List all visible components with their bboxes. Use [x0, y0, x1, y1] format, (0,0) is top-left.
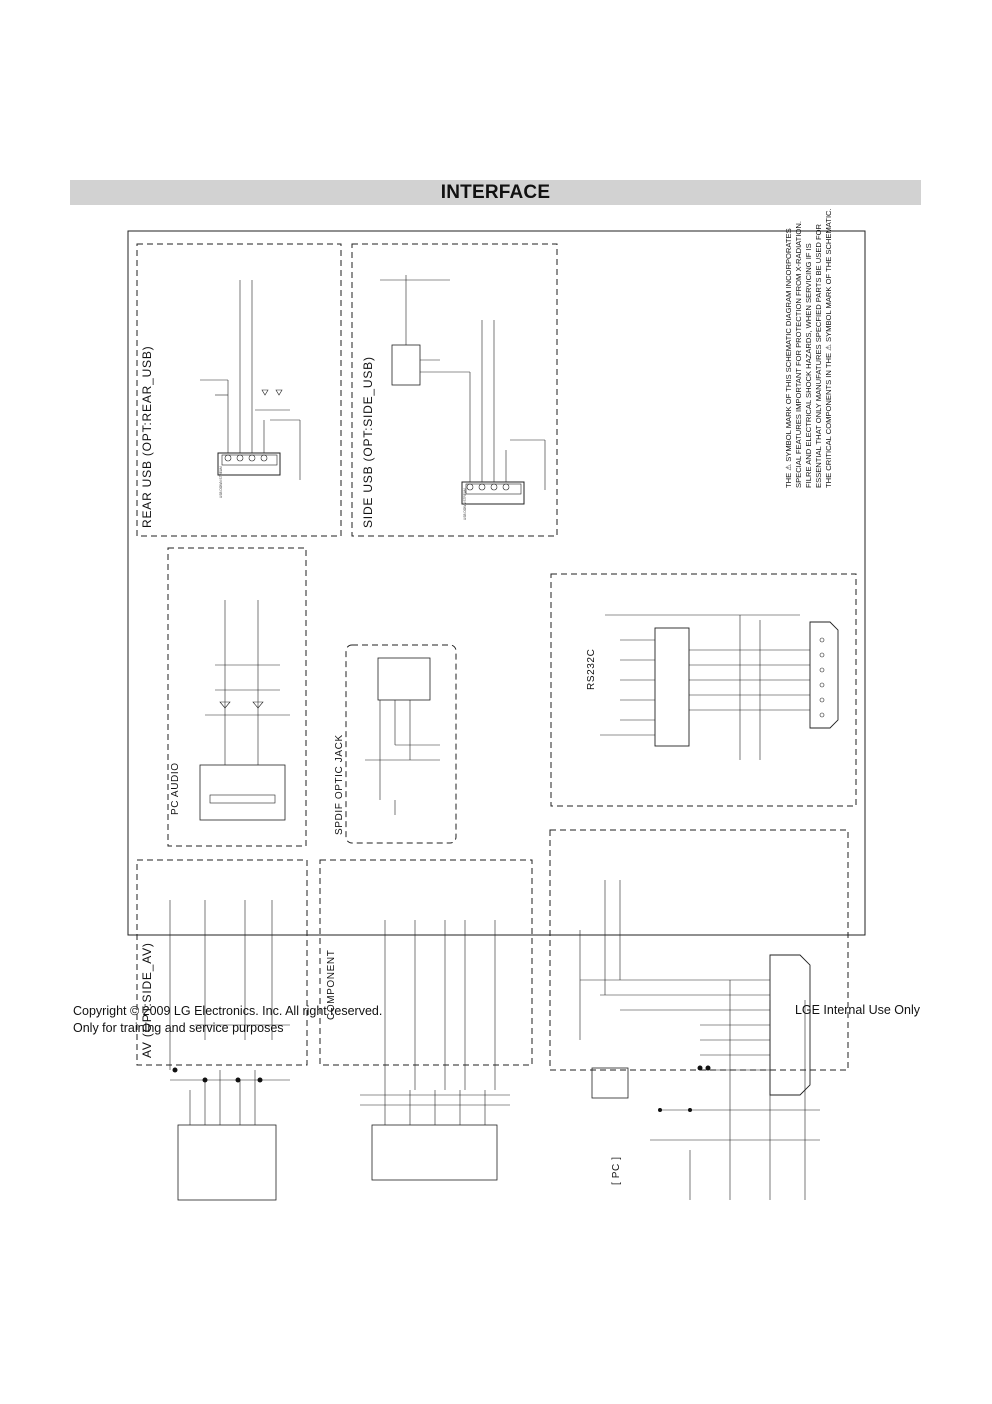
page-title: INTERFACE	[70, 180, 921, 205]
av-circuit	[169, 900, 290, 1201]
side-usb-title: SIDE USB (OPT:SIDE_USB)	[361, 356, 375, 528]
box-av	[136, 859, 308, 1066]
pc-circuit	[579, 880, 820, 1200]
safety-note: THE ⚠ SYMBOL MARK OF THIS SCHEMATIC DIAG…	[784, 208, 833, 488]
component-title: COMPONENT	[326, 950, 337, 1020]
spdif-circuit	[365, 657, 440, 815]
svg-text:ESSENTIAL THAT ONLY MANUFATURE: ESSENTIAL THAT ONLY MANUFATURES SPECFIED…	[814, 223, 823, 488]
section-boxes	[136, 243, 857, 1071]
svg-text:SPECIAL FEATURES IMPORTANT FOR: SPECIAL FEATURES IMPORTANT FOR PROTECTIO…	[794, 221, 803, 488]
pc-audio-circuit	[199, 600, 290, 821]
side-usb-jack-label: USB DOWN STREAM	[463, 488, 467, 520]
av-title: AV (OPT:SIDE_AV)	[140, 942, 154, 1058]
pc-audio-title: PC AUDIO	[170, 762, 181, 815]
svg-text:THE ⚠ SYMBOL MARK OF THIS SCHE: THE ⚠ SYMBOL MARK OF THIS SCHEMATIC DIAG…	[784, 228, 793, 488]
copyright-text: Copyright © 2009 LG Electronics. Inc. Al…	[73, 1004, 383, 1018]
spdif-title: SPDIF OPTIC JACK	[334, 734, 345, 835]
box-rear-usb	[136, 243, 342, 537]
box-pc	[549, 829, 849, 1071]
svg-text:FILRE AND ELECTRICAL SHOCK HAZ: FILRE AND ELECTRICAL SHOCK HAZARDS, WHEN…	[804, 243, 813, 488]
training-text: Only for training and service purposes	[73, 1021, 284, 1035]
box-component	[319, 859, 533, 1066]
rear-usb-circuit	[200, 280, 301, 480]
schematic-frame	[127, 230, 866, 936]
rs232c-title: RS232C	[586, 649, 597, 690]
rear-usb-jack-label: USB DOWN STREAM	[219, 466, 223, 498]
box-spdif	[345, 644, 457, 844]
rs232c-circuit	[600, 614, 839, 760]
rear-usb-title: REAR USB (OPT:REAR_USB)	[140, 346, 154, 528]
side-usb-circuit	[380, 275, 546, 505]
box-side-usb	[351, 243, 558, 537]
box-rs232c	[550, 573, 857, 807]
pc-title: [ PC ]	[611, 1156, 622, 1185]
internal-use-text: LGE Internal Use Only	[794, 1003, 920, 1017]
av-nodes	[172, 1067, 263, 1083]
component-circuit	[360, 920, 510, 1181]
pc-nodes	[658, 1065, 711, 1112]
svg-text:THE CRITICAL COMPONENTS IN THE: THE CRITICAL COMPONENTS IN THE ⚠ SYMBOL …	[824, 208, 833, 488]
footer-left: Copyright © 2009 LG Electronics. Inc. Al…	[73, 1003, 382, 1037]
box-pc-audio	[167, 547, 307, 847]
